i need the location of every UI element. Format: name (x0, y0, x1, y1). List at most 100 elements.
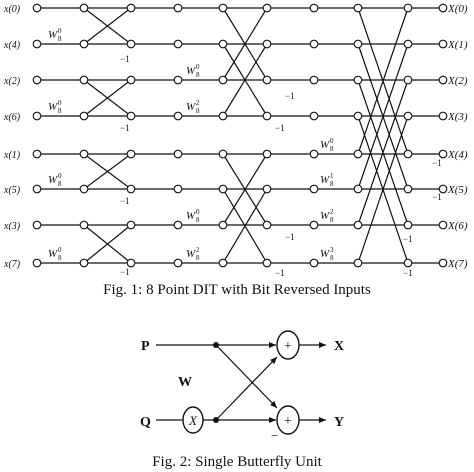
negation-label: −1 (403, 234, 413, 244)
graph-node (353, 39, 363, 49)
graph-node (79, 149, 89, 159)
svg-text:8: 8 (58, 254, 62, 262)
minus-sign: − (271, 428, 278, 443)
graph-node (438, 75, 448, 85)
negation-label: −1 (285, 91, 295, 101)
negation-labels: −1−1−1−1−1−1−1−1−1−1−1−1 (120, 54, 442, 278)
graph-node (79, 258, 89, 268)
graph-node (403, 3, 413, 13)
graph-node (353, 220, 363, 230)
graph-node (309, 39, 319, 49)
graph-node (218, 258, 228, 268)
svg-text:0: 0 (58, 27, 62, 35)
output-label: X(0) (447, 3, 468, 15)
input-labels: x(0)x(4)x(2)x(6)x(1)x(5)x(3)x(7) (3, 4, 21, 270)
svg-text:3: 3 (330, 246, 334, 254)
output-label: X(4) (447, 149, 468, 161)
svg-text:W: W (186, 65, 196, 77)
graph-node (218, 3, 228, 13)
butterfly-cross-path (222, 7, 268, 81)
input-label: x(2) (3, 76, 21, 87)
svg-text:W: W (48, 248, 58, 260)
graph-node (173, 111, 183, 121)
graph-node (438, 258, 448, 268)
cross-up-line (215, 356, 278, 421)
signal-paths (37, 7, 443, 264)
svg-text:2: 2 (330, 208, 334, 216)
graph-node (262, 220, 272, 230)
output-y-label: Y (334, 415, 344, 430)
output-label: X(6) (447, 220, 468, 232)
graph-node (353, 75, 363, 85)
svg-text:8: 8 (196, 254, 200, 262)
graph-node (218, 149, 228, 159)
graph-node (403, 39, 413, 49)
graph-node (353, 3, 363, 13)
input-label: x(1) (3, 150, 21, 161)
output-label: X(3) (447, 111, 468, 123)
graph-node (32, 149, 42, 159)
output-label: X(5) (447, 184, 468, 196)
graph-node (79, 75, 89, 85)
svg-text:0: 0 (330, 137, 334, 145)
adder-bottom-symbol: + (284, 414, 292, 429)
output-label: X(2) (447, 75, 468, 87)
junction-dot-bottom (213, 417, 219, 423)
svg-text:1: 1 (330, 172, 334, 180)
butterfly-unit-diagram: X + + P Q W X Y − (140, 330, 344, 443)
negation-label: −1 (120, 267, 130, 277)
svg-text:W: W (320, 139, 330, 151)
graph-node (173, 149, 183, 159)
svg-text:0: 0 (58, 246, 62, 254)
svg-text:0: 0 (58, 99, 62, 107)
output-label: X(1) (447, 39, 468, 51)
graph-node (262, 75, 272, 85)
weight-label: W (178, 375, 192, 390)
graph-node (79, 184, 89, 194)
graph-node (32, 75, 42, 85)
graph-node (218, 220, 228, 230)
butterfly-cross-path (83, 153, 132, 190)
butterfly-cross-path (222, 153, 268, 226)
input-label: x(5) (3, 185, 21, 196)
negation-label: −1 (403, 268, 413, 278)
svg-text:W: W (320, 248, 330, 260)
graph-node (403, 75, 413, 85)
graph-node (353, 149, 363, 159)
graph-node (403, 111, 413, 121)
graph-node (173, 3, 183, 13)
butterfly-cross-path (357, 43, 409, 190)
graph-node (126, 184, 136, 194)
graph-node (438, 39, 448, 49)
graph-node (262, 149, 272, 159)
output-x-label: X (334, 339, 344, 354)
svg-text:W: W (320, 174, 330, 186)
svg-text:W: W (186, 101, 196, 113)
graph-node (173, 258, 183, 268)
graph-node (126, 220, 136, 230)
graph-node (173, 39, 183, 49)
svg-text:0: 0 (58, 172, 62, 180)
svg-text:2: 2 (196, 246, 200, 254)
svg-text:8: 8 (196, 71, 200, 79)
svg-text:W: W (186, 210, 196, 222)
graph-node (403, 220, 413, 230)
svg-text:0: 0 (196, 63, 200, 71)
butterfly-cross-path (83, 79, 132, 117)
svg-text:W: W (186, 248, 196, 260)
negation-label: −1 (275, 268, 285, 278)
negation-label: −1 (432, 158, 442, 168)
graph-node (218, 111, 228, 121)
graph-node (262, 258, 272, 268)
svg-text:8: 8 (330, 254, 334, 262)
svg-text:8: 8 (330, 145, 334, 153)
input-q-label: Q (140, 415, 151, 430)
input-label: x(4) (3, 40, 21, 51)
svg-text:8: 8 (330, 180, 334, 188)
